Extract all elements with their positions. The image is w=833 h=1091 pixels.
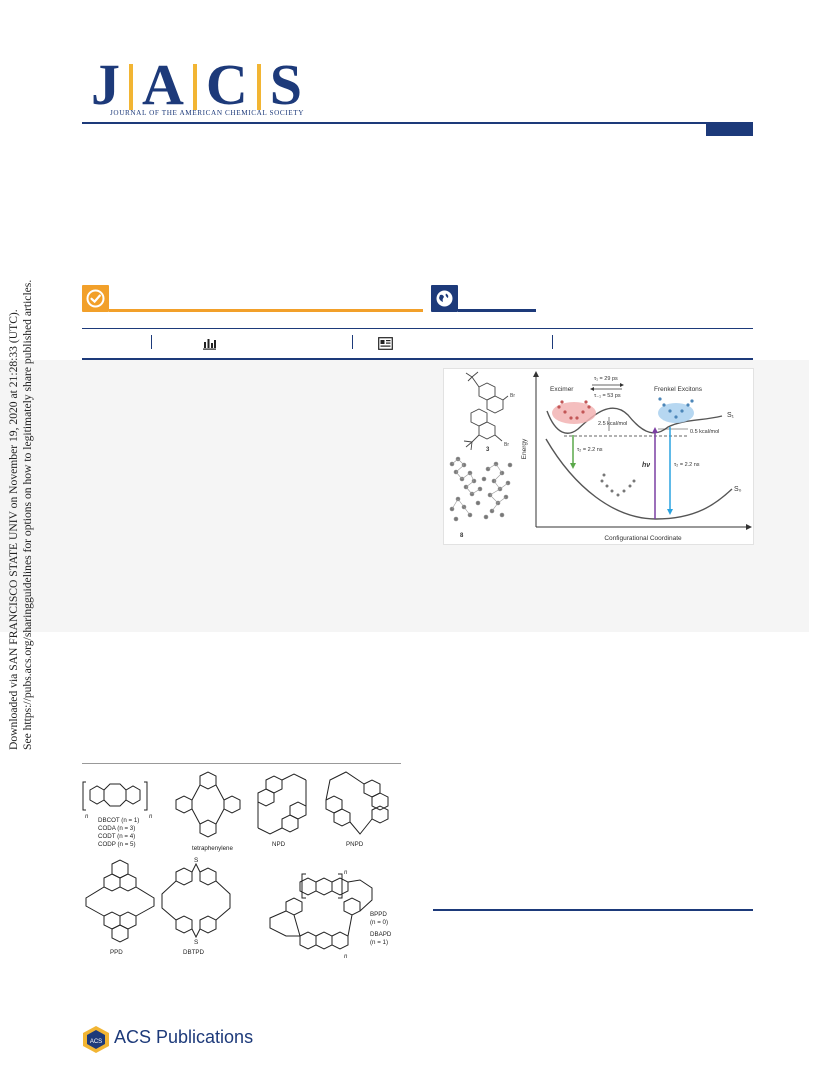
- logo-letter-s: S: [269, 52, 303, 117]
- label-dbapd-n: (n = 1): [370, 939, 388, 946]
- download-notice-line2: See https://pubs.acs.org/sharingguidelin…: [20, 279, 34, 750]
- excimer-molecules: [557, 400, 591, 420]
- gap-label: 0.5 kcal/mol: [690, 429, 719, 435]
- globe-badge[interactable]: [431, 285, 458, 312]
- tau1-label: τ₁ = 29 ps: [594, 376, 618, 382]
- bracket-n-bottom: n: [344, 954, 348, 960]
- figure-top-rule: [82, 763, 401, 764]
- svg-text:ACS: ACS: [90, 1039, 102, 1045]
- compound-label-3: 3: [486, 447, 490, 453]
- compound-label-8: 8: [460, 533, 464, 539]
- metrics-divider: [352, 335, 353, 349]
- energy-diagram: Energy Configurational Coordinate S₁ S₀ …: [521, 371, 752, 542]
- label-pnpd: PNPD: [346, 841, 364, 848]
- excimer-label: Excimer: [550, 386, 574, 393]
- bracket-n-top: n: [344, 870, 348, 876]
- ground-state-molecule: [600, 473, 636, 497]
- logo-divider: [192, 64, 197, 110]
- y-axis-label: Energy: [521, 438, 528, 459]
- publisher-name: ACS Publications: [114, 1027, 254, 1047]
- check-circle-icon: [86, 289, 105, 308]
- label-dbcot: DBCOT (n = 1): [98, 817, 139, 824]
- article-recommendations-icon[interactable]: [378, 337, 393, 355]
- label-bppd-n: (n = 0): [370, 919, 388, 926]
- frenkel-label: Frenkel Excitons: [654, 386, 703, 393]
- metrics-divider: [552, 335, 553, 349]
- barrier-label: 2.5 kcal/mol: [598, 421, 627, 427]
- label-codt: CODT (n = 4): [98, 833, 135, 840]
- molecule-8-crystal-structure: [449, 456, 513, 522]
- label-npd: NPD: [272, 841, 286, 848]
- acs-hexagon-icon: ACS: [83, 1026, 109, 1053]
- tau-minus1-label: τ₋₁ = 53 ps: [594, 393, 621, 399]
- logo-letter-c: C: [205, 52, 248, 117]
- download-notice-line1: Downloaded via SAN FRANCISCO STATE UNIV …: [7, 309, 20, 750]
- label-tetraphenylene: tetraphenylene: [192, 845, 233, 852]
- open-access-underline: [109, 309, 423, 312]
- molecule-3-structure: [463, 371, 509, 451]
- bromine-label-bottom: Br: [504, 442, 509, 448]
- logo-letter-a: A: [142, 52, 184, 117]
- metrics-bar-chart-icon[interactable]: [203, 337, 217, 355]
- subscript-n-right: n: [149, 814, 153, 820]
- open-access-badge[interactable]: [82, 285, 109, 312]
- acs-publications-logo[interactable]: ACS: [80, 1024, 250, 1054]
- metrics-rule-bottom: [82, 358, 753, 360]
- tau2-right-label: τ₂ = 2.2 ns: [674, 462, 700, 468]
- bromine-label-top: Br: [510, 393, 515, 399]
- logo-divider: [129, 64, 133, 110]
- label-ppd: PPD: [110, 949, 123, 956]
- globe-underline: [458, 309, 536, 312]
- label-dbtpd: DBTPD: [183, 949, 205, 956]
- article-type-tag: [706, 123, 753, 136]
- frenkel-molecules: [658, 397, 694, 419]
- journal-full-name: JOURNAL OF THE AMERICAN CHEMICAL SOCIETY: [110, 109, 305, 117]
- journal-logo: J A C S: [82, 52, 311, 114]
- s1-label: S₁: [727, 412, 735, 419]
- download-notice: Downloaded via SAN FRANCISCO STATE UNIV …: [7, 280, 34, 750]
- globe-icon: [436, 290, 453, 307]
- label-dbapd: DBAPD: [370, 931, 392, 938]
- label-coda: CODA (n = 3): [98, 825, 135, 832]
- tau2-left-label: τ₂ = 2.2 ns: [577, 447, 603, 453]
- footnote-rule: [433, 909, 753, 911]
- logo-letter-j: J: [91, 52, 120, 117]
- label-bppd: BPPD: [370, 911, 387, 918]
- x-axis-label: Configurational Coordinate: [604, 535, 682, 542]
- hv-label: hν: [642, 462, 650, 469]
- metrics-rule-top: [82, 328, 753, 329]
- frenkel-glow: [658, 403, 694, 423]
- sulfur-bottom: S: [194, 939, 199, 946]
- header-rule: [82, 122, 753, 124]
- subscript-n-left: n: [85, 814, 89, 820]
- s0-curve: [545, 438, 733, 520]
- excimer-glow: [552, 402, 596, 424]
- toc-graphic: Br Br 3 8 Energy: [443, 368, 754, 545]
- logo-divider: [256, 64, 261, 110]
- s0-label: S₀: [734, 486, 742, 493]
- label-codp: CODP (n = 5): [98, 841, 136, 848]
- sulfur-top: S: [194, 857, 199, 864]
- metrics-divider: [151, 335, 152, 349]
- figure-1-structures: DBCOT (n = 1) CODA (n = 3) CODT (n = 4) …: [80, 770, 405, 970]
